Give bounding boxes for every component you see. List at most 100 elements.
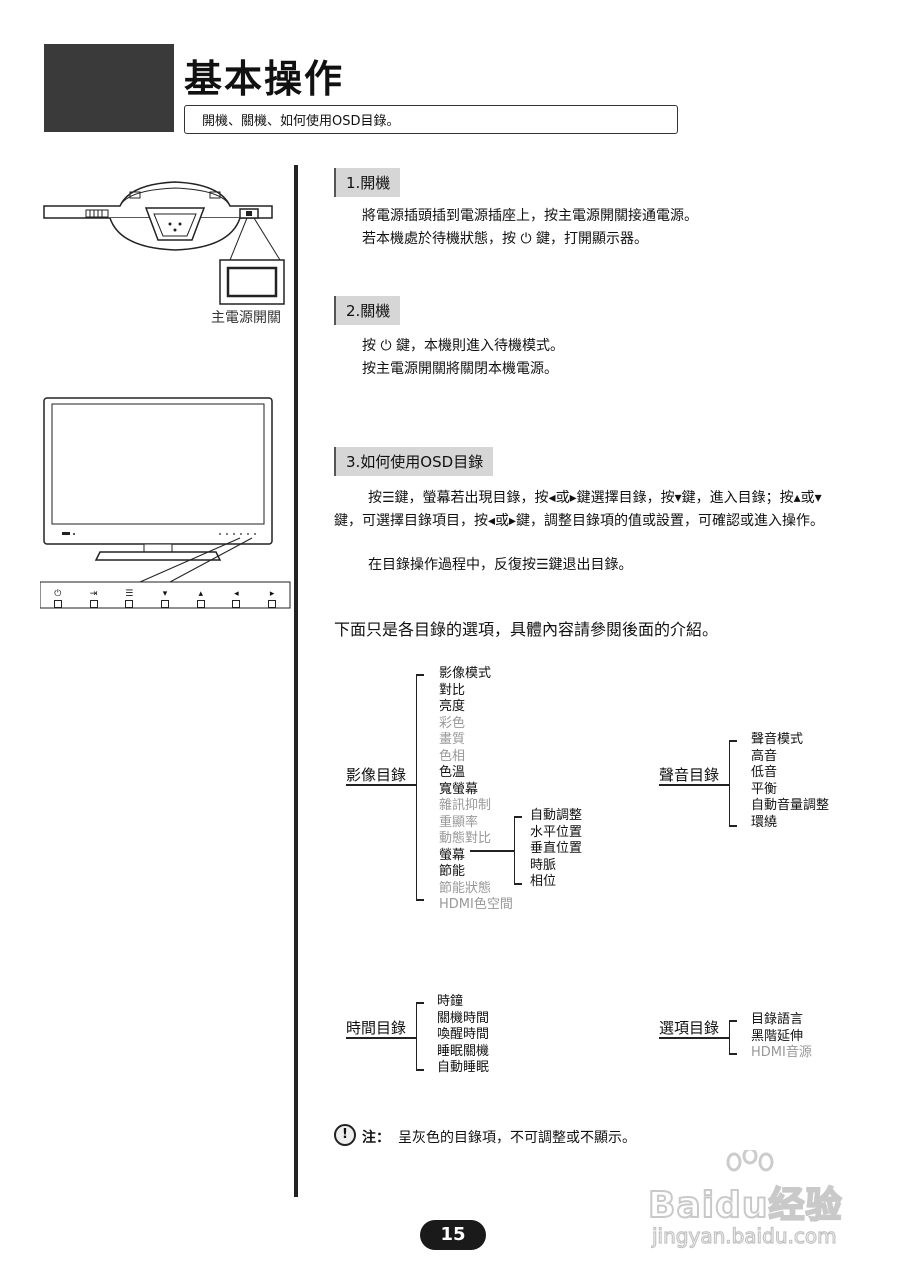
bracket-tick (729, 1020, 737, 1022)
button-square (89, 599, 98, 608)
image-menu-item: 對比 (439, 682, 466, 698)
osd-paragraph-2: 在目錄操作過程中，反復按☰鍵退出目錄。 (368, 557, 633, 573)
image-menu-item: 螢幕 (439, 847, 466, 863)
right-icon: ▸ (269, 588, 275, 599)
image-menu-item: 亮度 (439, 699, 466, 714)
sound-menu-title: 聲音目錄 (659, 766, 720, 784)
bracket-tick (514, 883, 522, 885)
sound-menu-bracket (729, 740, 730, 826)
control-button-up[interactable]: ▴ (196, 588, 205, 608)
screen-sub-item: 垂直位置 (530, 841, 583, 856)
paw-icon (726, 1150, 774, 1172)
bracket-tick (416, 674, 424, 676)
time-menu-item: 喚醒時間 (437, 1027, 490, 1042)
time-menu-list: 時鐘關機時間喚醒時間睡眠關機自動睡眠 (437, 994, 489, 1077)
image-menu-item: 節能狀態 (439, 880, 492, 896)
bracket-tick (416, 1069, 424, 1071)
time-menu-bracket (416, 1002, 417, 1070)
sound-menu-item: 平衡 (751, 781, 778, 797)
monitor-illustration (40, 397, 291, 609)
option-menu-bracket (729, 1020, 730, 1054)
screen-sub-item: 時脈 (530, 857, 557, 873)
sound-menu-list: 聲音模式高音低音平衡自動音量調整環繞 (751, 732, 829, 831)
option-menu-item: HDMI音源 (751, 1045, 812, 1060)
sound-menu-item: 自動音量調整 (751, 798, 830, 813)
sound-menu-item: 低音 (751, 765, 778, 780)
bracket-tick (729, 1053, 737, 1055)
option-menu-item: 目錄語言 (751, 1012, 804, 1027)
bracket-tick (729, 740, 737, 742)
control-button-left[interactable]: ◂ (232, 588, 241, 608)
image-menu-bracket (416, 674, 417, 900)
vertical-divider (294, 165, 298, 1197)
image-menu-item: HDMI色空間 (439, 897, 513, 912)
note-label: 注： (362, 1130, 390, 1146)
down-icon: ▾ (162, 588, 168, 599)
image-menu-item: 影像模式 (439, 666, 492, 681)
option-menu-title: 選項目錄 (659, 1019, 720, 1037)
time-menu-title: 時間目錄 (346, 1019, 407, 1037)
screen-sub-item: 自動調整 (530, 808, 583, 823)
control-button-menu[interactable]: ☰ (125, 589, 133, 608)
image-menu-item: 節能 (439, 864, 466, 879)
image-menu-underline (346, 784, 416, 786)
image-menu-item: 重顯率 (439, 814, 479, 830)
up-icon: ▴ (198, 588, 203, 599)
time-menu-item: 睡眠關機 (437, 1043, 490, 1059)
bracket-tick (514, 816, 522, 818)
watermark-brand: Baidu经验 (647, 1184, 843, 1227)
watermark-url: jingyan.baidu.com (651, 1223, 837, 1248)
watermark: Baidu经验 jingyan.baidu.com (640, 1150, 870, 1250)
input-icon: ⇥ (89, 588, 98, 599)
image-menu-item: 動態對比 (439, 831, 492, 846)
control-button-right[interactable]: ▸ (268, 588, 277, 608)
image-menu-item: 色溫 (439, 765, 466, 780)
power-off-line1: 按 ⏻ 鍵，本機則進入待機模式。 (362, 338, 564, 354)
control-button-down[interactable]: ▾ (161, 588, 170, 608)
control-button-power[interactable]: ⏻ (53, 589, 62, 608)
bracket-tick (416, 1002, 424, 1004)
screen-sub-item: 相位 (530, 874, 557, 889)
section-label-power-off: 2.關機 (334, 296, 401, 325)
menu-icon: ☰ (125, 588, 134, 599)
exclamation-icon: ! (334, 1124, 356, 1146)
option-menu-item: 黑階延伸 (751, 1028, 804, 1044)
header-block (44, 44, 174, 132)
power-switch-label: 主電源開關 (211, 310, 281, 326)
option-menu-underline (659, 1037, 729, 1039)
screen-sub-item: 水平位置 (530, 824, 583, 840)
page-subtitle: 開機、關機、如何使用OSD目錄。 (202, 114, 400, 129)
screen-sub-list: 自動調整水平位置垂直位置時脈相位 (530, 808, 582, 891)
image-menu-item: 雜訊抑制 (439, 798, 492, 813)
note-text: 呈灰色的目錄項，不可調整或不顯示。 (398, 1130, 636, 1146)
button-square (196, 599, 205, 608)
osd-paragraph-1: 按☰鍵，螢幕若出現目錄，按◂或▸鍵選擇目錄，按▾鍵，進入目錄；按▴或▾鍵，可選擇… (334, 490, 825, 529)
control-button-input[interactable]: ⇥ (89, 588, 98, 608)
image-menu-item: 畫質 (439, 732, 466, 747)
power-on-line1: 將電源插頭插到電源插座上，按主電源開關接通電源。 (362, 208, 698, 224)
button-square (125, 599, 134, 608)
image-menu-item: 寬螢幕 (439, 781, 479, 797)
time-menu-item: 時鐘 (437, 994, 464, 1009)
sound-menu-underline (659, 784, 729, 786)
image-menu-item: 色相 (439, 748, 466, 764)
sound-menu-item: 高音 (751, 748, 778, 764)
stand-illustration (43, 181, 285, 305)
menu-intro: 下面只是各目錄的選項，具體內容請參閱後面的介紹。 (334, 620, 719, 639)
image-menu-item: 彩色 (439, 715, 466, 731)
sound-menu-item: 環繞 (751, 814, 778, 830)
bracket-tick (729, 825, 737, 827)
control-button-row: ⏻ ⇥ ☰ ▾ ▴ ◂ ▸ (40, 585, 290, 611)
button-square (232, 599, 241, 608)
screen-connector (470, 850, 515, 852)
power-off-line2: 按主電源開關將關閉本機電源。 (362, 361, 558, 377)
bracket-tick (416, 899, 424, 901)
page-title: 基本操作 (184, 57, 345, 101)
time-menu-item: 自動睡眠 (437, 1060, 490, 1075)
left-icon: ◂ (234, 588, 239, 599)
section-label-power-on: 1.開機 (334, 168, 401, 197)
button-square (268, 599, 277, 608)
sound-menu-item: 聲音模式 (751, 732, 804, 747)
screen-sub-bracket (514, 816, 515, 884)
